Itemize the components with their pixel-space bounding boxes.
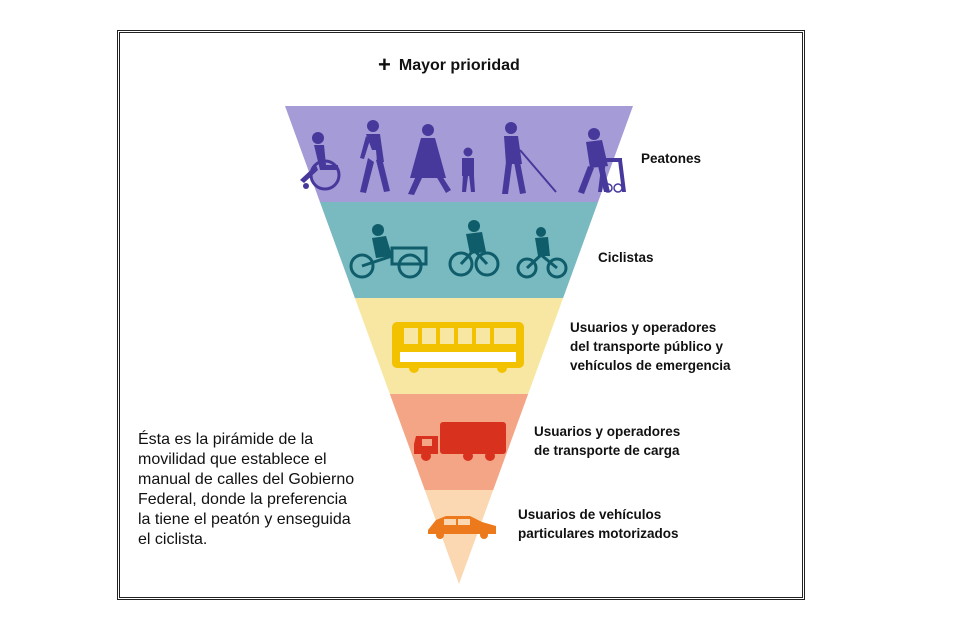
page-title: + Mayor prioridad bbox=[378, 50, 520, 77]
level-label-pedestrians: Peatones bbox=[641, 151, 702, 166]
level-label-public-transport: Usuarios y operadores del transporte púb… bbox=[570, 320, 731, 373]
level-label-cyclists: Ciclistas bbox=[598, 250, 654, 265]
cyclists-icon bbox=[349, 220, 568, 279]
bus-icon bbox=[392, 322, 524, 373]
garbage-truck-icon bbox=[414, 422, 506, 461]
plus-icon: + bbox=[378, 52, 391, 77]
level-band-cyclists bbox=[285, 202, 633, 298]
level-label-private-vehicles: Usuarios de vehículos particulares motor… bbox=[518, 507, 679, 541]
level-band-pedestrians bbox=[285, 106, 633, 202]
level-label-cargo: Usuarios y operadores de transporte de c… bbox=[534, 424, 681, 458]
car-icon bbox=[428, 516, 496, 539]
title-text: Mayor prioridad bbox=[398, 57, 520, 74]
pedestrians-icon bbox=[300, 120, 626, 195]
caption-text: Ésta es la pirámide de la movilidad que … bbox=[138, 431, 355, 548]
